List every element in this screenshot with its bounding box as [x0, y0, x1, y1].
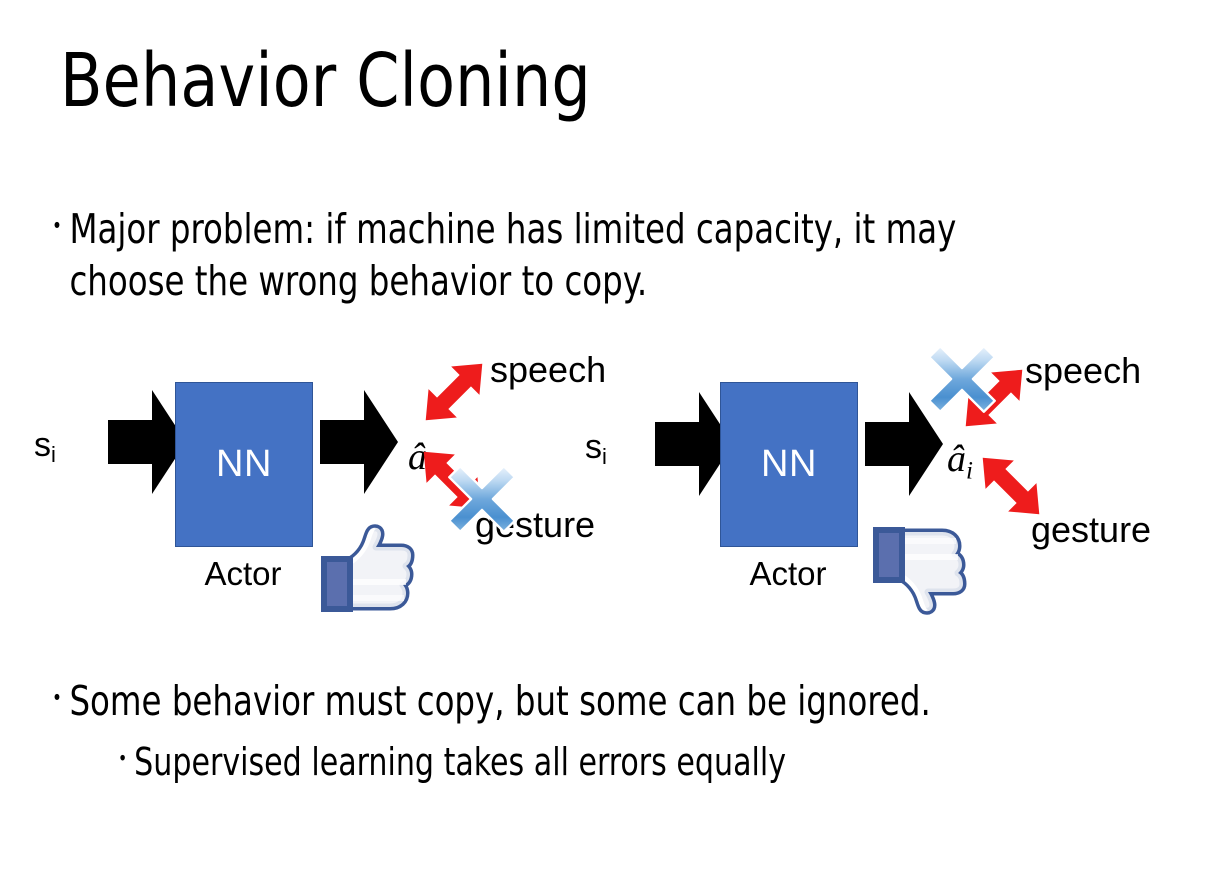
bullet-bottom-primary: • Some behavior must copy, but some can …: [52, 675, 1038, 727]
thumbs-up-icon: [318, 523, 418, 615]
nn-box-right: NN: [720, 382, 858, 547]
branch-arrow-speech-left: [408, 346, 500, 438]
branch-label-speech-left: speech: [490, 349, 607, 390]
branch-label-speech-right: speech: [1025, 350, 1142, 391]
action-label-right: âi: [947, 440, 973, 491]
nn-box-label: NN: [216, 443, 272, 485]
branch-label-gesture-right: gesture: [1031, 509, 1152, 550]
state-label-right: si: [585, 430, 607, 474]
actor-label-right: Actor: [749, 555, 827, 592]
nn-box-label: NN: [761, 443, 817, 485]
bullet-bottom-secondary: • Supervised learning takes all errors e…: [118, 737, 1051, 787]
branch-arrow-gesture-right: [965, 440, 1057, 532]
bullet-bottom-secondary-text: Supervised learning takes all errors equ…: [134, 740, 787, 784]
cross-out-icon-gesture-left: [443, 460, 521, 538]
output-arrow-icon-right: [865, 388, 943, 500]
bullet-row: • Some behavior must copy, but some can …: [52, 675, 1038, 727]
nn-box-left: NN: [175, 382, 313, 547]
bullet-bottom-primary-text: Some behavior must copy, but some can be…: [69, 677, 931, 725]
bullet-row: • Major problem: if machine has limited …: [52, 203, 985, 307]
action-subscript: i: [966, 457, 973, 485]
thumbs-down-icon: [870, 520, 970, 620]
bullet-top: • Major problem: if machine has limited …: [52, 203, 985, 307]
output-arrow-icon-left: [320, 386, 398, 498]
state-symbol: s: [585, 428, 602, 466]
actor-label-left: Actor: [204, 555, 282, 592]
input-arrow-icon-left: [108, 386, 186, 498]
bullet-row: • Supervised learning takes all errors e…: [118, 737, 1051, 787]
state-subscript: i: [602, 444, 607, 470]
branch-arrow-speech-right: [948, 352, 1040, 444]
state-subscript: i: [51, 442, 56, 468]
bullet-dot-icon: •: [118, 747, 128, 771]
action-symbol: â: [408, 436, 427, 478]
bullet-dot-icon: •: [52, 214, 62, 240]
cross-out-icon-speech-right: [923, 340, 1001, 418]
action-symbol: â: [947, 438, 966, 480]
bullet-top-text: Major problem: if machine has limited ca…: [69, 205, 957, 305]
state-label-left: si: [34, 428, 56, 472]
state-symbol: s: [34, 426, 51, 464]
input-arrow-icon-right: [655, 388, 733, 500]
bullet-dot-icon: •: [52, 686, 62, 712]
diagram-right: si NN Actor âi: [565, 330, 1155, 630]
diagram-left: si NN Actor âi: [20, 330, 610, 630]
page-title: Behavior Cloning: [60, 38, 591, 124]
